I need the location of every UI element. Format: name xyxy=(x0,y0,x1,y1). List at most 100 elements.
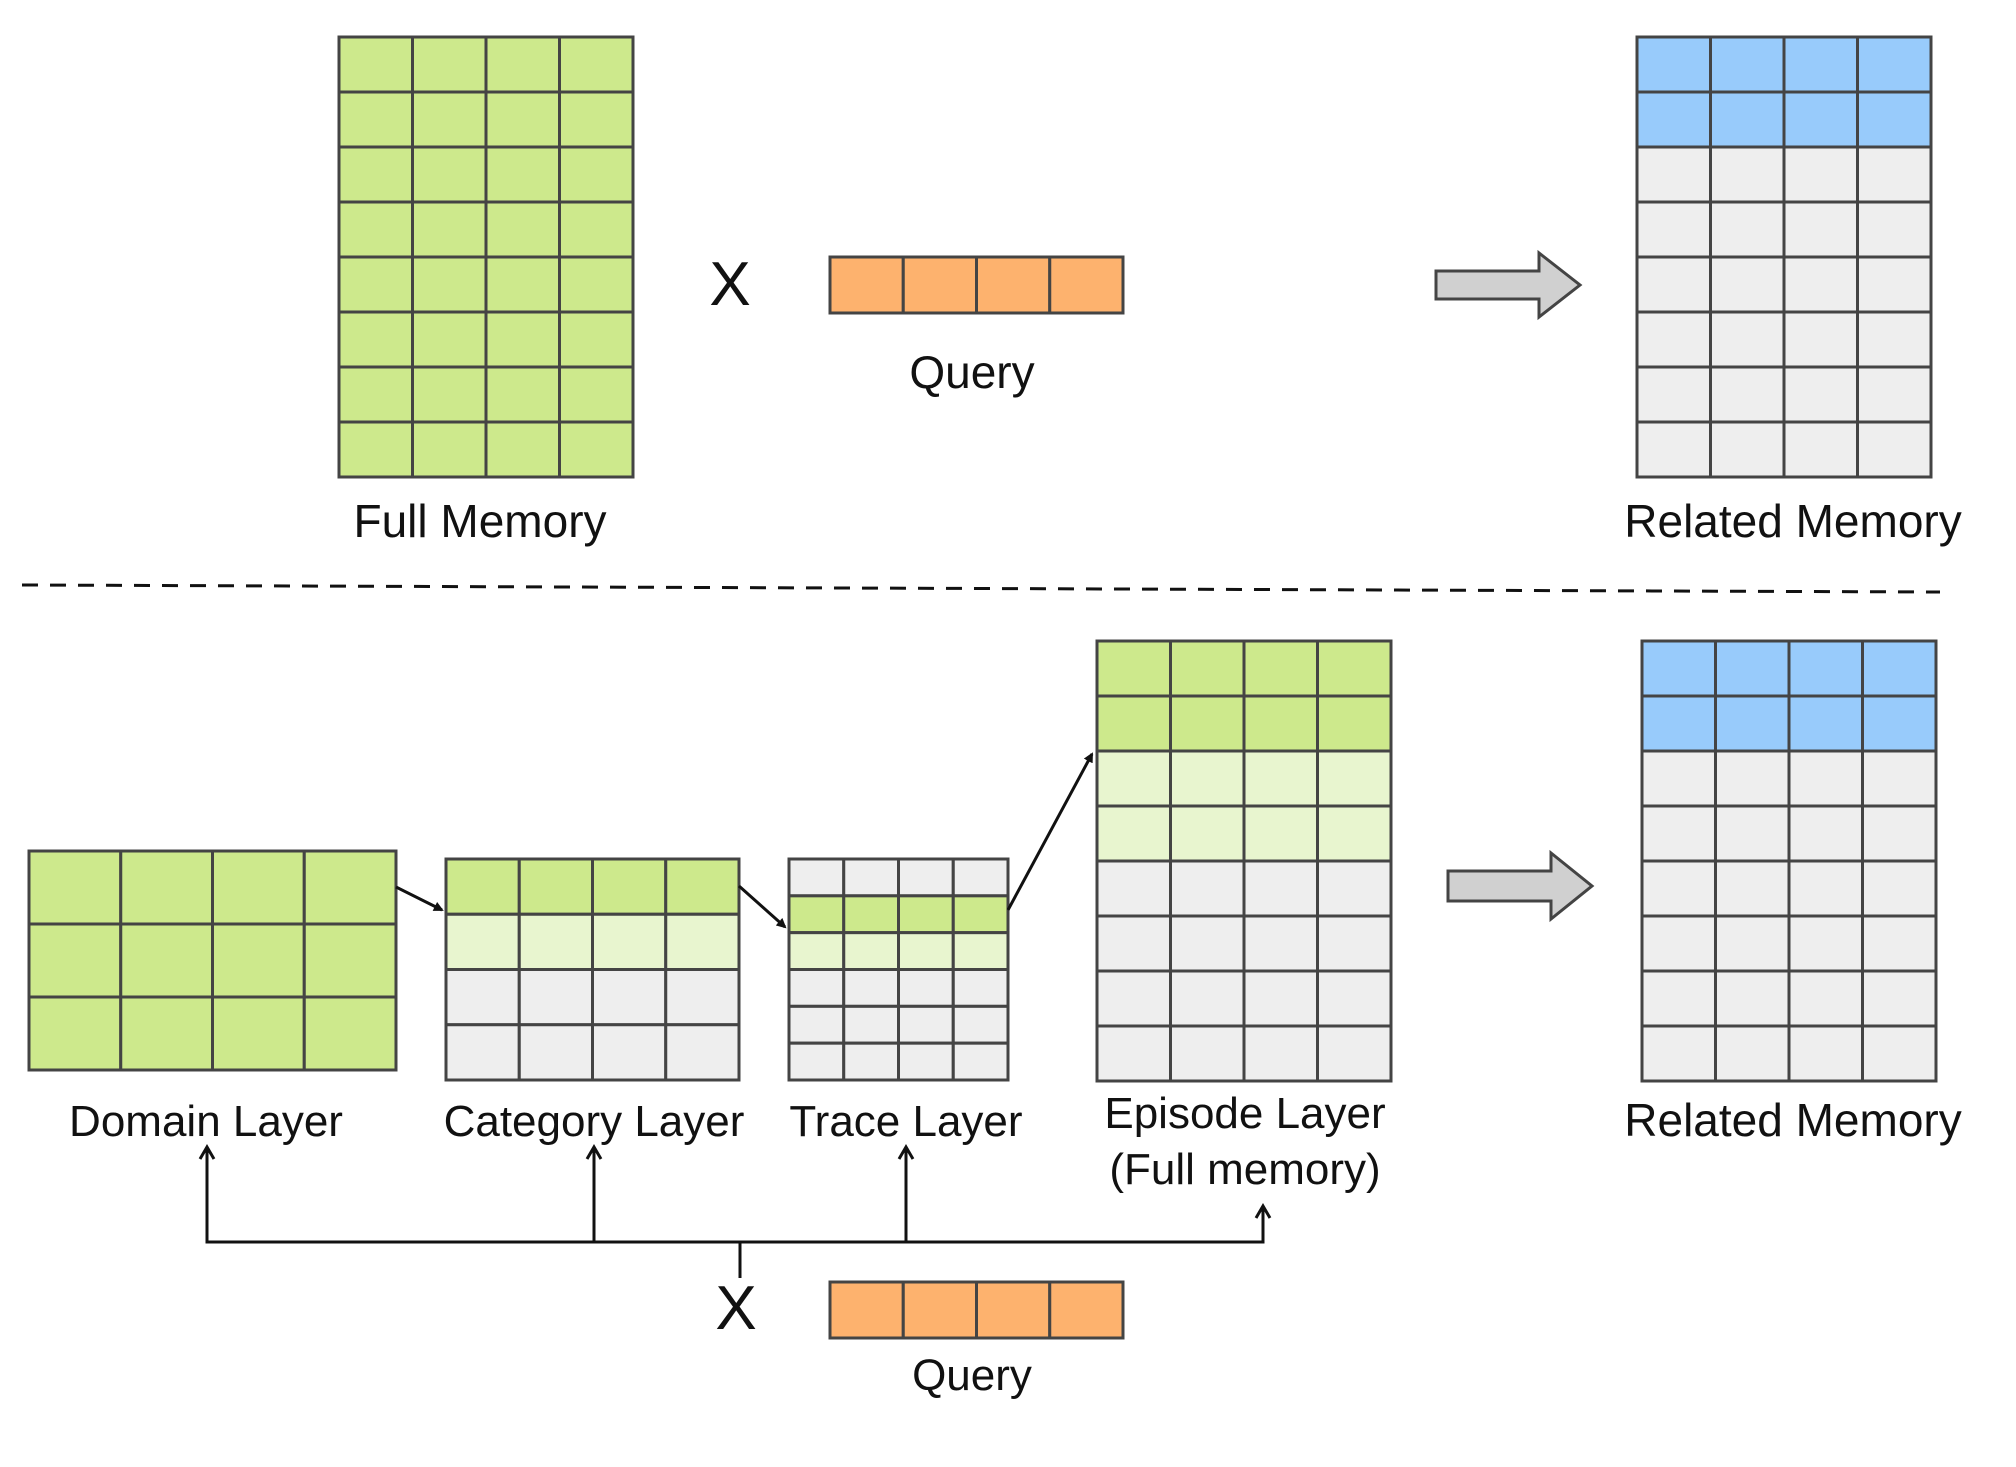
memory-cell xyxy=(484,145,561,204)
memory-cell xyxy=(558,200,635,259)
memory-cell xyxy=(444,912,521,971)
memory-cell xyxy=(517,968,594,1027)
memory-cell xyxy=(1640,749,1717,808)
memory-cell xyxy=(842,931,900,972)
query-cell xyxy=(975,1280,1052,1340)
memory-cell xyxy=(1861,914,1938,973)
memory-cell xyxy=(1709,145,1786,204)
related-memory-grid-top xyxy=(1635,35,1933,479)
query-cell xyxy=(901,255,978,315)
memory-cell xyxy=(1169,639,1246,698)
memory-cell xyxy=(302,849,398,926)
memory-cell xyxy=(27,849,123,926)
episode-layer-label: Episode Layer xyxy=(1104,1089,1385,1138)
multiply-symbol-top: X xyxy=(709,250,750,319)
full-memory-grid xyxy=(337,35,635,479)
memory-cell xyxy=(411,310,488,369)
memory-cell xyxy=(1782,200,1859,259)
memory-cell xyxy=(411,200,488,259)
memory-cell xyxy=(1787,804,1864,863)
memory-cell xyxy=(1169,694,1246,753)
memory-cell xyxy=(411,365,488,424)
memory-cell xyxy=(664,912,741,971)
memory-cell xyxy=(1856,365,1933,424)
memory-cell xyxy=(951,968,1010,1008)
memory-cell xyxy=(1169,749,1246,808)
domain-layer-grid xyxy=(27,849,398,1072)
related-memory-label-bottom: Related Memory xyxy=(1624,1094,1961,1146)
memory-cell xyxy=(1635,35,1712,94)
memory-cell xyxy=(211,922,306,999)
memory-cell xyxy=(591,968,668,1027)
memory-cell xyxy=(1242,749,1319,808)
memory-cell xyxy=(1782,255,1859,314)
memory-cell xyxy=(1782,90,1859,149)
memory-cell xyxy=(444,857,521,916)
memory-cell xyxy=(411,35,488,94)
memory-cell xyxy=(1242,804,1319,863)
episode-layer-grid xyxy=(1095,639,1393,1083)
memory-cell xyxy=(1709,365,1786,424)
memory-cell xyxy=(951,931,1010,972)
memory-cell xyxy=(337,365,414,424)
memory-cell xyxy=(1169,804,1246,863)
memory-cell xyxy=(1856,145,1933,204)
memory-cell xyxy=(951,1041,1010,1082)
memory-cell xyxy=(558,310,635,369)
memory-cell xyxy=(1714,749,1791,808)
memory-cell xyxy=(1640,859,1717,918)
memory-cell xyxy=(664,1023,741,1082)
memory-cell xyxy=(558,365,635,424)
arrow-up-icon xyxy=(897,1144,915,1160)
memory-cell xyxy=(842,1041,900,1082)
memory-cell xyxy=(444,968,521,1027)
memory-cell xyxy=(1242,639,1319,698)
memory-cell xyxy=(787,1041,846,1082)
memory-cell xyxy=(517,857,594,916)
memory-cell xyxy=(517,912,594,971)
memory-cell xyxy=(1635,90,1712,149)
memory-cell xyxy=(1242,694,1319,753)
memory-cell xyxy=(591,1023,668,1082)
memory-cell xyxy=(337,35,414,94)
related-memory-grid-bottom xyxy=(1640,639,1938,1083)
memory-cell xyxy=(1640,914,1717,973)
memory-cell xyxy=(1861,749,1938,808)
memory-cell xyxy=(1787,969,1864,1028)
arrow-up-icon xyxy=(198,1144,216,1160)
memory-cell xyxy=(1316,804,1393,863)
memory-cell xyxy=(1782,365,1859,424)
memory-cell xyxy=(1635,255,1712,314)
memory-cell xyxy=(1861,1024,1938,1083)
category-layer-grid xyxy=(444,857,741,1082)
memory-cell xyxy=(1635,365,1712,424)
query-label-bottom: Query xyxy=(912,1351,1032,1400)
memory-cell xyxy=(591,857,668,916)
memory-cell xyxy=(1714,914,1791,973)
memory-cell xyxy=(484,420,561,479)
memory-cell xyxy=(1787,749,1864,808)
memory-cell xyxy=(842,968,900,1008)
memory-cell xyxy=(1095,749,1172,808)
memory-cell xyxy=(787,931,846,972)
memory-cell xyxy=(1316,694,1393,753)
memory-cell xyxy=(1169,1024,1246,1083)
memory-cell xyxy=(842,857,900,898)
memory-cell xyxy=(1709,310,1786,369)
memory-cell xyxy=(337,90,414,149)
memory-cell xyxy=(787,1004,846,1045)
trace-to-episode-arrow xyxy=(1006,752,1094,911)
memory-cell xyxy=(1782,420,1859,479)
memory-cell xyxy=(444,1023,521,1082)
memory-cell xyxy=(1856,255,1933,314)
memory-cell xyxy=(1714,859,1791,918)
memory-cell xyxy=(484,90,561,149)
memory-cell xyxy=(787,894,846,935)
memory-cell xyxy=(1169,969,1246,1028)
memory-cell xyxy=(27,922,123,999)
memory-cell xyxy=(1095,1024,1172,1083)
memory-cell xyxy=(1856,35,1933,94)
memory-cell xyxy=(1714,1024,1791,1083)
memory-cell xyxy=(1640,969,1717,1028)
memory-cell xyxy=(951,894,1010,935)
